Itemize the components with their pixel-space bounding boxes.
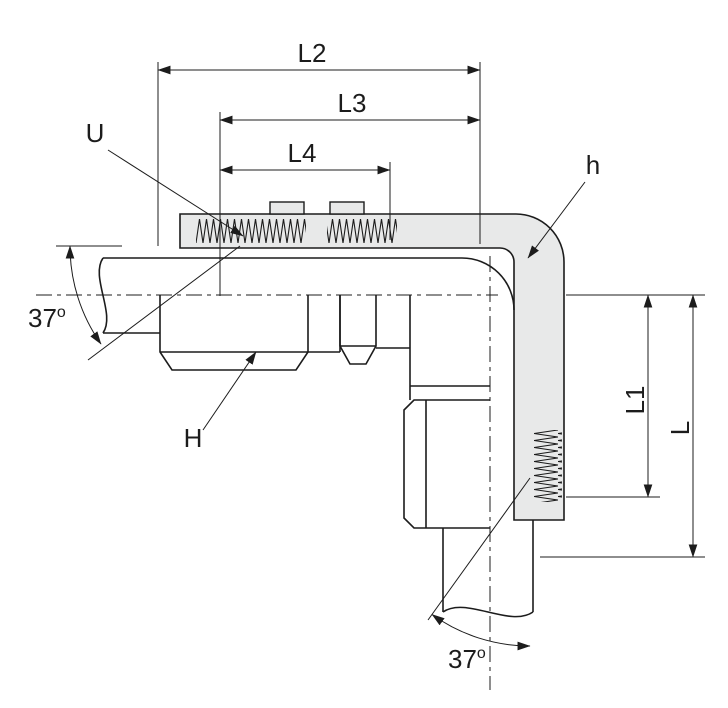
tube-nut-left	[159, 295, 309, 371]
elbow-body-shape	[179, 213, 565, 521]
leader-u	[107, 149, 244, 237]
part-labels: U h H	[86, 118, 601, 453]
angle-left-arc	[65, 245, 102, 345]
label-big-h: H	[184, 423, 203, 453]
label-l2: L2	[298, 38, 327, 68]
nut-corner-bump-1	[269, 201, 305, 215]
label-l1: L1	[620, 386, 650, 415]
label-l: L	[665, 421, 695, 435]
dimension-l4: L4	[219, 138, 391, 240]
leader-big-h	[202, 351, 257, 431]
label-l3: L3	[338, 88, 367, 118]
thread-section-1	[196, 219, 306, 243]
washer-right	[376, 295, 411, 349]
thread-section-2	[327, 219, 397, 243]
tube-and-bore-outlines	[98, 257, 534, 618]
dimension-l1: L1	[566, 294, 705, 498]
angle-left-cone-line	[87, 245, 241, 361]
label-l4: L4	[288, 138, 317, 168]
flare-angle-left: 37o	[28, 245, 241, 361]
fitting-body-section	[179, 201, 565, 521]
dimension-l: L	[540, 294, 705, 558]
dimension-l3: L3	[219, 88, 481, 296]
label-h: h	[586, 150, 600, 180]
bore-top-line	[103, 257, 515, 311]
angle-bottom-cone-line	[427, 477, 531, 621]
vertical-nut	[403, 399, 490, 529]
label-angle-left: 37o	[28, 303, 66, 333]
vertical-washer	[409, 385, 490, 400]
leader-h	[527, 181, 586, 259]
nut-and-washer-outlines	[159, 295, 490, 529]
dimension-l2: L2	[157, 38, 481, 246]
body-hex	[339, 295, 377, 365]
tube-bottom-break	[442, 606, 534, 618]
flare-angle-bottom: 37o	[427, 477, 531, 674]
centerlines	[36, 256, 498, 690]
angle-bottom-arc	[431, 614, 531, 651]
washer-left	[308, 295, 341, 353]
nut-corner-bump-2	[329, 201, 365, 215]
label-u: U	[86, 118, 105, 148]
thread-section-vertical	[534, 430, 562, 502]
label-angle-bottom: 37o	[448, 644, 486, 674]
